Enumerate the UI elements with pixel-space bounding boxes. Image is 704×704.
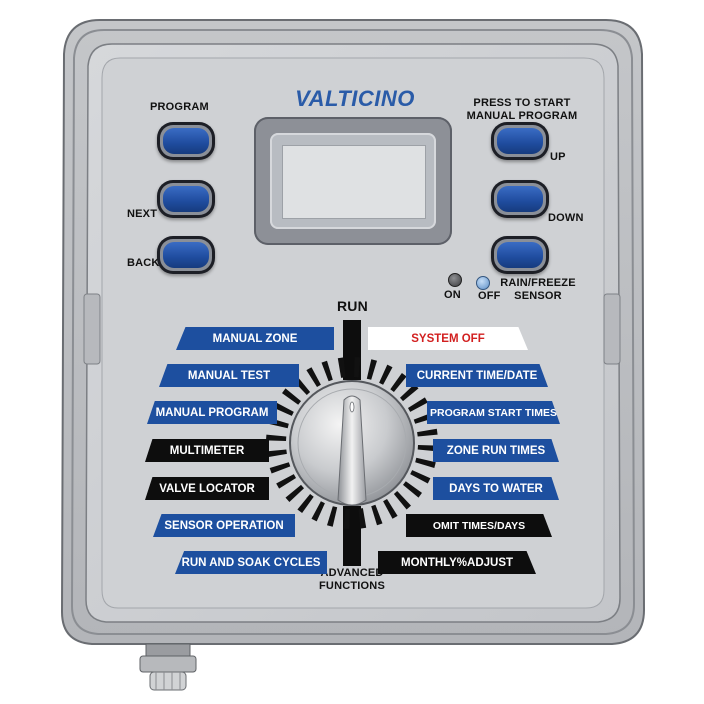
sensor-on-label: ON: [444, 289, 461, 301]
function-zone-run-times[interactable]: ZONE RUN TIMES: [433, 439, 559, 462]
function-days-to-water[interactable]: DAYS TO WATER: [433, 477, 559, 500]
dial-tick: [393, 491, 411, 510]
dial-tick: [371, 504, 383, 526]
dial-tick: [366, 359, 377, 380]
function-system-off[interactable]: SYSTEM OFF: [368, 327, 528, 350]
back-button[interactable]: [157, 236, 215, 274]
function-omit-times-days[interactable]: OMIT TIMES/DAYS: [406, 514, 552, 537]
lcd-display-bezel: [254, 117, 452, 245]
manual-start-label-line1: PRESS TO START: [473, 97, 571, 109]
dial-tick: [297, 494, 314, 513]
dial-tick: [383, 499, 398, 519]
dial-tick: [273, 402, 294, 416]
up-label: UP: [550, 151, 566, 163]
down-label: DOWN: [548, 212, 584, 224]
function-monthly-adjust[interactable]: MONTHLY%ADJUST: [378, 551, 536, 574]
function-run-and-soak-cycles[interactable]: RUN AND SOAK CYCLES: [175, 551, 327, 574]
dial-tick: [408, 397, 428, 412]
dial-tick: [415, 457, 436, 468]
program-label: PROGRAM: [150, 101, 209, 113]
dial-tick: [354, 357, 361, 378]
program-button[interactable]: [157, 122, 215, 160]
function-sensor-operation[interactable]: SENSOR OPERATION: [153, 514, 295, 537]
function-valve-locator[interactable]: VALVE LOCATOR: [145, 477, 269, 500]
sensor-on-led: [448, 273, 462, 287]
dial-tick-ring: [266, 357, 438, 529]
dial-tick: [266, 434, 287, 441]
function-manual-program[interactable]: MANUAL PROGRAM: [147, 401, 277, 424]
dial-tick: [343, 508, 350, 529]
dial-tick: [321, 360, 333, 382]
dial-tick: [337, 357, 346, 378]
manual-start-label: PRESS TO START MANUAL PROGRAM: [466, 97, 578, 123]
dial-tick: [390, 373, 407, 392]
dial-tick: [410, 470, 431, 484]
dial-tick: [285, 484, 304, 502]
rain-freeze-sensor-label-line2: SENSOR: [514, 290, 562, 302]
dial-tick: [266, 449, 287, 458]
dial-tick: [417, 445, 438, 452]
advanced-functions-label: ADVANCED FUNCTIONS: [305, 567, 399, 593]
sensor-off-led: [476, 276, 490, 290]
down-button[interactable]: [491, 180, 549, 218]
dial-tick: [403, 481, 422, 498]
next-button[interactable]: [157, 180, 215, 218]
dial-tick: [311, 501, 325, 522]
dial-tick: [327, 506, 338, 527]
back-label: BACK: [127, 257, 160, 269]
function-current-time-date[interactable]: CURRENT TIME/DATE: [406, 364, 548, 387]
rain-freeze-sensor-label-line1: RAIN/FREEZE: [500, 277, 576, 289]
function-program-start-times[interactable]: PROGRAM START TIMES: [427, 401, 560, 424]
sensor-button[interactable]: [491, 236, 549, 274]
lcd-display-frame: [270, 133, 436, 229]
manual-start-up-button[interactable]: [491, 122, 549, 160]
dial-tick: [400, 384, 419, 402]
function-manual-test[interactable]: MANUAL TEST: [159, 364, 299, 387]
dial-tick: [358, 508, 367, 529]
dial-tick: [379, 364, 393, 385]
dial-tick: [276, 474, 296, 489]
dial-tick: [306, 367, 321, 387]
advanced-functions-label-line1: ADVANCED: [320, 567, 384, 579]
dial-tick: [417, 428, 438, 437]
brand-logo: VALTICINO: [295, 86, 415, 111]
sensor-off-label: OFF: [478, 290, 501, 302]
rain-freeze-sensor-label: RAIN/FREEZE SENSOR: [500, 277, 576, 303]
advanced-functions-label-line2: FUNCTIONS: [319, 580, 385, 592]
function-manual-zone[interactable]: MANUAL ZONE: [176, 327, 334, 350]
next-label: NEXT: [127, 208, 158, 220]
dial-tick: [269, 462, 291, 474]
lcd-display: [282, 145, 426, 219]
function-multimeter[interactable]: MULTIMETER: [145, 439, 269, 462]
dial-tick: [282, 388, 301, 405]
manual-start-label-line2: MANUAL PROGRAM: [466, 110, 578, 122]
run-label: RUN: [337, 298, 368, 314]
